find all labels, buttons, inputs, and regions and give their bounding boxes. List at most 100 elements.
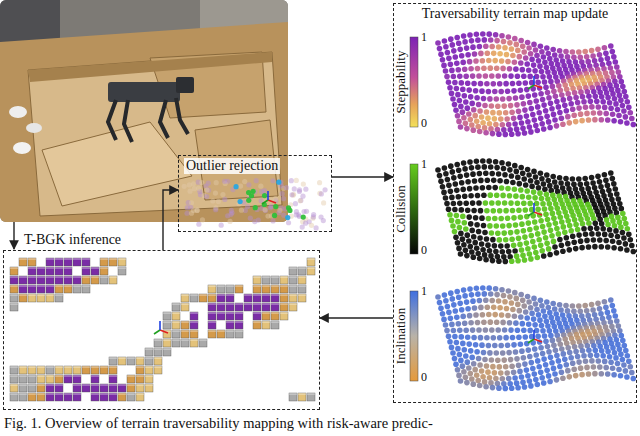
map-cell xyxy=(541,229,547,235)
voxel xyxy=(37,267,45,275)
map-cell xyxy=(467,286,473,292)
map-cell xyxy=(554,226,560,232)
map-cell xyxy=(542,206,548,212)
map-cell xyxy=(536,364,542,370)
map-cell xyxy=(482,291,488,297)
map-cell xyxy=(515,258,521,264)
map-cell xyxy=(480,185,486,191)
robot-leg xyxy=(160,100,168,138)
point xyxy=(216,199,221,204)
map-cell xyxy=(541,253,547,259)
map-cell xyxy=(576,359,582,365)
map-cell xyxy=(457,98,463,104)
voxel-top xyxy=(100,384,108,386)
voxel xyxy=(262,294,270,302)
map-cell xyxy=(475,378,481,384)
map-cell xyxy=(503,364,509,370)
map-cell xyxy=(457,201,463,207)
voxel-top xyxy=(217,312,225,314)
voxel xyxy=(298,393,306,401)
map-cell xyxy=(570,106,576,112)
voxel-top xyxy=(10,276,18,278)
voxel-top xyxy=(181,294,189,296)
point xyxy=(301,214,306,219)
map-cell xyxy=(464,299,470,305)
voxel xyxy=(190,312,198,320)
voxel xyxy=(55,258,63,266)
point xyxy=(248,216,253,221)
map-cell xyxy=(469,165,475,171)
map-cell xyxy=(514,229,520,235)
point xyxy=(293,201,298,206)
map-cell xyxy=(478,208,484,214)
map-cell xyxy=(486,31,492,37)
map-cell xyxy=(459,180,465,186)
voxel-top xyxy=(208,285,216,287)
map-cell xyxy=(515,200,521,206)
map-cell xyxy=(522,107,528,113)
map-cell xyxy=(473,342,479,348)
voxel xyxy=(82,267,90,275)
voxel xyxy=(280,303,288,311)
map-cell xyxy=(512,186,518,192)
terrain-maps xyxy=(435,31,636,391)
voxel-top xyxy=(262,303,270,305)
voxel xyxy=(28,393,36,401)
map-cell xyxy=(531,42,537,48)
point xyxy=(294,178,299,183)
map-cell xyxy=(487,96,493,102)
voxel-top xyxy=(289,294,297,296)
voxel-top xyxy=(127,357,135,359)
voxel xyxy=(136,366,144,374)
voxel-top xyxy=(235,321,243,323)
voxel xyxy=(28,384,36,392)
map-cell xyxy=(465,105,471,111)
point xyxy=(268,205,273,210)
voxel-top xyxy=(82,258,90,260)
map-update-panel: Traversability terrain map update xyxy=(393,3,637,403)
map-cell xyxy=(516,109,522,115)
map-cell xyxy=(454,213,460,219)
map-cell xyxy=(533,352,539,358)
voxel xyxy=(289,303,297,311)
map-cell xyxy=(493,249,499,255)
map-cell xyxy=(570,360,576,366)
map-cell xyxy=(520,379,526,385)
voxel xyxy=(253,303,261,311)
voxel xyxy=(28,267,36,275)
map-cell xyxy=(524,240,530,246)
map-cell xyxy=(486,58,492,64)
map-cell xyxy=(519,374,525,380)
map-cell xyxy=(521,200,527,206)
map-cell xyxy=(520,297,526,303)
map-cell xyxy=(551,366,557,372)
map-cell xyxy=(557,48,563,54)
map-cell xyxy=(611,118,617,124)
map-cell xyxy=(625,99,631,105)
map-cell xyxy=(500,193,506,199)
map-cell xyxy=(544,191,550,197)
voxel xyxy=(181,303,189,311)
map-cell xyxy=(460,60,466,66)
point xyxy=(287,208,292,213)
voxel xyxy=(172,330,180,338)
colorbar xyxy=(410,164,418,254)
voxel-top xyxy=(64,375,72,377)
map-cell xyxy=(550,301,556,307)
axis-y xyxy=(262,200,268,204)
voxel-top xyxy=(19,384,27,386)
voxel xyxy=(199,339,207,347)
map-cell xyxy=(608,359,614,365)
map-cell xyxy=(617,201,623,207)
map-cell xyxy=(533,123,539,129)
voxel xyxy=(109,258,117,266)
map-cell xyxy=(509,46,515,52)
map-cell xyxy=(492,216,498,222)
voxel-top xyxy=(208,303,216,305)
map-cell xyxy=(532,92,538,98)
map-cell xyxy=(596,231,602,237)
map-cell xyxy=(454,61,460,67)
map-cell xyxy=(568,101,574,107)
map-cell xyxy=(500,223,506,229)
map-cell xyxy=(507,320,513,326)
